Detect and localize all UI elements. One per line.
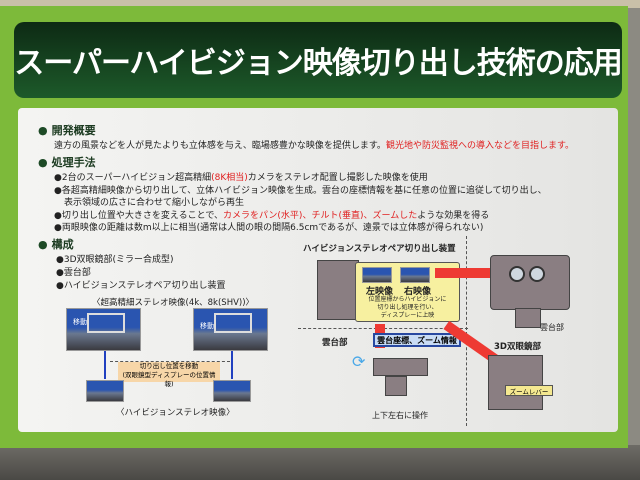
down-arrow	[104, 351, 106, 379]
pan-head-stand	[515, 308, 541, 328]
floor	[0, 445, 640, 480]
shift-note: 切り出し位置を移動(双眼鏡型ディスプレーの位置情報)	[118, 362, 220, 388]
b3b: ような効果を得る	[417, 211, 490, 221]
caption-top: 〈超高精細ステレオ映像(4k、8k(SHV))〉	[92, 298, 255, 308]
overview-text-main: 遠方の風景などを人が見たよりも立体感を与え、臨場感豊かな映像を提供します。	[54, 141, 386, 151]
right-shv-image: 移動	[193, 308, 268, 351]
device-title: ハイビジョンステレオペア切り出し装置	[303, 244, 456, 254]
pan-head-small-label: 雲台部	[540, 323, 564, 332]
coords-label: 雲台座標、ズーム情報	[373, 333, 461, 347]
left-image-thumb	[362, 267, 392, 283]
lens-icon	[509, 266, 525, 282]
shift-dashed-arrow	[110, 361, 230, 362]
device-box: 左映像 右映像 位置座標からハイビジョンに切り出し処理を行い、ディスプレーに上映	[355, 262, 460, 322]
binocular-display	[490, 255, 570, 310]
config-item: ●雲台部	[56, 268, 91, 278]
method-bullet-4: ●両眼映像の距離は数m以上に相当(通常は人間の眼の間隔6.5cmであるが、遠景で…	[54, 223, 484, 233]
config-item: ●ハイビジョンステレオペア切り出し装置	[56, 281, 226, 291]
process-line: 切り出し処理を行い、	[377, 304, 438, 311]
move-label: 移動	[200, 322, 214, 330]
b1b: カメラをステレオ配置し撮影した映像を使用	[247, 173, 428, 183]
output-arrow	[435, 268, 490, 278]
caption-bottom: 〈ハイビジョンステレオ映像〉	[116, 408, 235, 418]
method-bullet-2-cont: 表示領域の広さに合わせて縮小しながら再生	[64, 198, 245, 208]
process-line: 位置座標からハイビジョンに	[368, 296, 447, 303]
move-label: 移動	[73, 318, 87, 326]
method-bullet-1: ●2台のスーパーハイビジョン超高精細(8K相当)カメラをステレオ配置し撮影した映…	[54, 170, 428, 183]
rotate-arrow-icon: ⟳	[352, 352, 366, 371]
wall	[0, 0, 640, 8]
left-shv-image: 移動	[66, 308, 141, 351]
b3a: ●切り出し位置や大きさを変えることで、	[54, 211, 223, 221]
b1red: (8K相当)	[211, 173, 248, 183]
computer-tower	[317, 260, 359, 320]
heading-config: 構成	[38, 236, 74, 252]
shift-line2: (双眼鏡型ディスプレーの位置情報)	[122, 371, 216, 388]
right-image-thumb	[400, 267, 430, 283]
pan-head-label: 雲台部	[322, 338, 348, 348]
binocular-label: 3D双眼鏡部	[494, 342, 541, 352]
config-item: ●3D双眼鏡部(ミラー合成型)	[56, 255, 174, 265]
left-image-label: 左映像	[366, 287, 394, 297]
divider-vertical	[466, 236, 467, 426]
zoom-unit	[488, 355, 543, 410]
crop-frame	[87, 313, 125, 333]
method-bullet-2: ●各超高精細映像から切り出して、立体ハイビジョン映像を生成。雲台の座標情報を基に…	[54, 186, 547, 196]
overview-text: 遠方の風景などを人が見たよりも立体感を与え、臨場感豊かな映像を提供します。観光地…	[54, 138, 574, 151]
pan-head-base	[385, 376, 407, 396]
pan-head-device	[373, 358, 428, 376]
shift-line1: 切り出し位置を移動	[139, 362, 199, 370]
heading-overview: 開発概要	[38, 122, 96, 138]
down-arrow	[231, 351, 233, 379]
b1a: ●2台のスーパーハイビジョン超高精細	[54, 173, 212, 183]
right-hd-image	[213, 380, 251, 402]
b3red: カメラをパン(水平)、チルト(垂直)、ズームした	[222, 211, 418, 221]
operate-label: 上下左右に操作	[372, 411, 428, 420]
process-text: 位置座標からハイビジョンに切り出し処理を行い、ディスプレーに上映	[360, 296, 455, 320]
left-hd-image	[86, 380, 124, 402]
process-line: ディスプレーに上映	[380, 312, 435, 319]
method-bullet-3: ●切り出し位置や大きさを変えることで、カメラをパン(水平)、チルト(垂直)、ズー…	[54, 208, 489, 221]
poster-title: スーパーハイビジョン映像切り出し技術の応用	[14, 22, 623, 98]
heading-method: 処理手法	[38, 154, 96, 170]
lens-icon	[529, 266, 545, 282]
right-image-label: 右映像	[404, 287, 432, 297]
zoom-lever-label: ズームレバー	[505, 385, 553, 396]
overview-text-red: 観光地や防災監視への導入などを目指します。	[385, 141, 575, 151]
crop-frame	[214, 313, 252, 333]
